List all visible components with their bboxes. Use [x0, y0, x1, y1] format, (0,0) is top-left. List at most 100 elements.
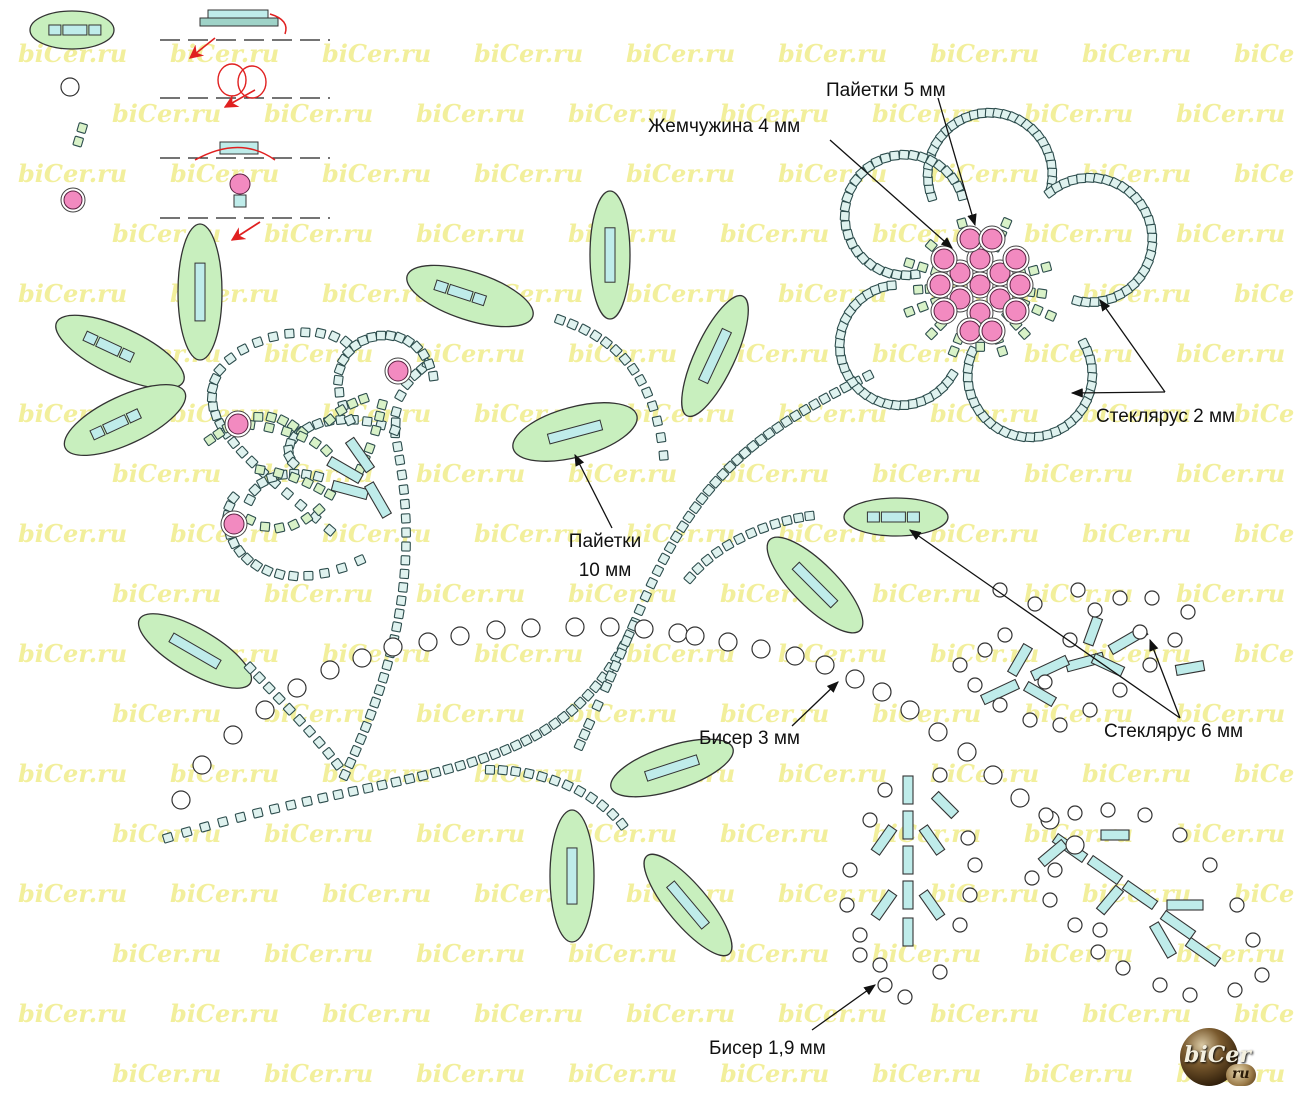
- petal-outline: [963, 338, 1097, 442]
- round-bead-small: [1138, 808, 1152, 822]
- square-bead: [396, 596, 406, 606]
- round-bead-small: [1143, 658, 1157, 672]
- round-bead-small: [953, 918, 967, 932]
- square-bead: [348, 786, 359, 796]
- round-bead-3mm: [786, 647, 804, 665]
- square-bead: [295, 499, 307, 511]
- square-bead: [364, 443, 375, 454]
- square-bead: [401, 514, 410, 523]
- square-bead: [880, 153, 891, 164]
- square-bead: [324, 524, 336, 536]
- leaf-bugle: [63, 25, 87, 35]
- round-bead-small: [1038, 675, 1052, 689]
- square-bead: [301, 512, 313, 524]
- square-bead: [530, 729, 542, 741]
- round-bead-small: [933, 768, 947, 782]
- bugle-group: [327, 437, 1221, 966]
- square-bead: [843, 229, 854, 240]
- round-bead-small: [1113, 591, 1127, 605]
- round-bead-small: [1145, 591, 1159, 605]
- bugle-6mm: [1091, 654, 1124, 677]
- square-bead: [498, 765, 508, 774]
- square-bead: [377, 780, 388, 790]
- round-bead-3mm: [288, 679, 306, 697]
- square-bead: [683, 511, 695, 523]
- square-bead: [904, 306, 915, 317]
- round-bead-small: [978, 643, 992, 657]
- square-bead: [283, 703, 295, 715]
- stitch-steps: [160, 10, 330, 240]
- petal-outline: [923, 108, 1057, 202]
- square-bead: [252, 808, 263, 818]
- square-bead: [692, 562, 704, 574]
- leaf-bugle: [605, 228, 615, 282]
- square-bead: [840, 211, 849, 221]
- square-bead: [288, 519, 300, 531]
- round-bead-small: [1203, 858, 1217, 872]
- square-bead: [701, 554, 713, 566]
- square-bead: [1147, 224, 1156, 234]
- square-bead: [318, 793, 329, 803]
- swirl: [244, 469, 324, 506]
- square-bead: [302, 796, 313, 806]
- round-bead-small: [1133, 625, 1147, 639]
- round-bead-small: [1093, 923, 1107, 937]
- leaf-bead: [89, 25, 101, 35]
- square-bead: [1087, 364, 1096, 373]
- label-bugle-2mm: Стеклярус 2 мм: [1096, 405, 1235, 429]
- bugle-6mm: [365, 482, 392, 518]
- square-bead: [253, 671, 265, 683]
- square-bead: [913, 285, 923, 294]
- round-bead-small: [1071, 583, 1085, 597]
- square-bead: [574, 739, 585, 751]
- leaf-bugle: [567, 848, 577, 904]
- round-bead-3mm: [353, 649, 371, 667]
- round-bead-3mm: [719, 633, 737, 651]
- round-bead-3mm: [1011, 789, 1029, 807]
- square-bead: [401, 556, 410, 565]
- leaf-bead: [867, 512, 879, 522]
- square-bead: [277, 415, 289, 427]
- round-bead-small: [898, 990, 912, 1004]
- square-bead: [304, 571, 313, 580]
- square-bead: [367, 332, 377, 342]
- square-bead: [677, 521, 689, 533]
- square-bead: [567, 319, 579, 330]
- square-bead: [627, 363, 639, 375]
- square-bead: [829, 387, 841, 399]
- leaf-sequin: [590, 191, 630, 319]
- round-bead-small: [1039, 808, 1053, 822]
- square-bead: [1037, 289, 1047, 299]
- round-bead-3mm: [846, 670, 864, 688]
- square-bead: [268, 332, 279, 342]
- square-bead: [273, 692, 285, 704]
- square-bead: [670, 531, 682, 543]
- square-bead: [809, 398, 821, 410]
- pointer-arrow: [812, 985, 875, 1030]
- round-bead-small: [998, 628, 1012, 642]
- square-bead: [428, 371, 438, 381]
- round-bead-3mm: [816, 656, 834, 674]
- square-bead: [350, 745, 361, 757]
- square-bead: [658, 553, 670, 565]
- round-bead-3mm: [984, 766, 1002, 784]
- round-bead-3mm: [686, 627, 704, 645]
- square-bead: [394, 609, 404, 619]
- square-bead: [395, 455, 405, 465]
- square-bead: [77, 123, 88, 134]
- square-bead: [782, 515, 793, 525]
- square-bead: [73, 136, 84, 147]
- swirl: [284, 415, 401, 469]
- square-bead: [596, 800, 608, 812]
- square-bead: [489, 749, 501, 760]
- round-bead-3mm: [669, 624, 687, 642]
- round-bead-small: [1246, 933, 1260, 947]
- square-bead: [335, 387, 344, 397]
- label-bead-1-9mm: Бисер 1,9 мм: [709, 1037, 826, 1061]
- square-bead: [328, 331, 340, 343]
- round-bead-small: [1088, 603, 1102, 617]
- bugle-6mm: [1038, 840, 1067, 867]
- bugle-6mm: [1122, 881, 1157, 910]
- square-bead: [208, 401, 218, 411]
